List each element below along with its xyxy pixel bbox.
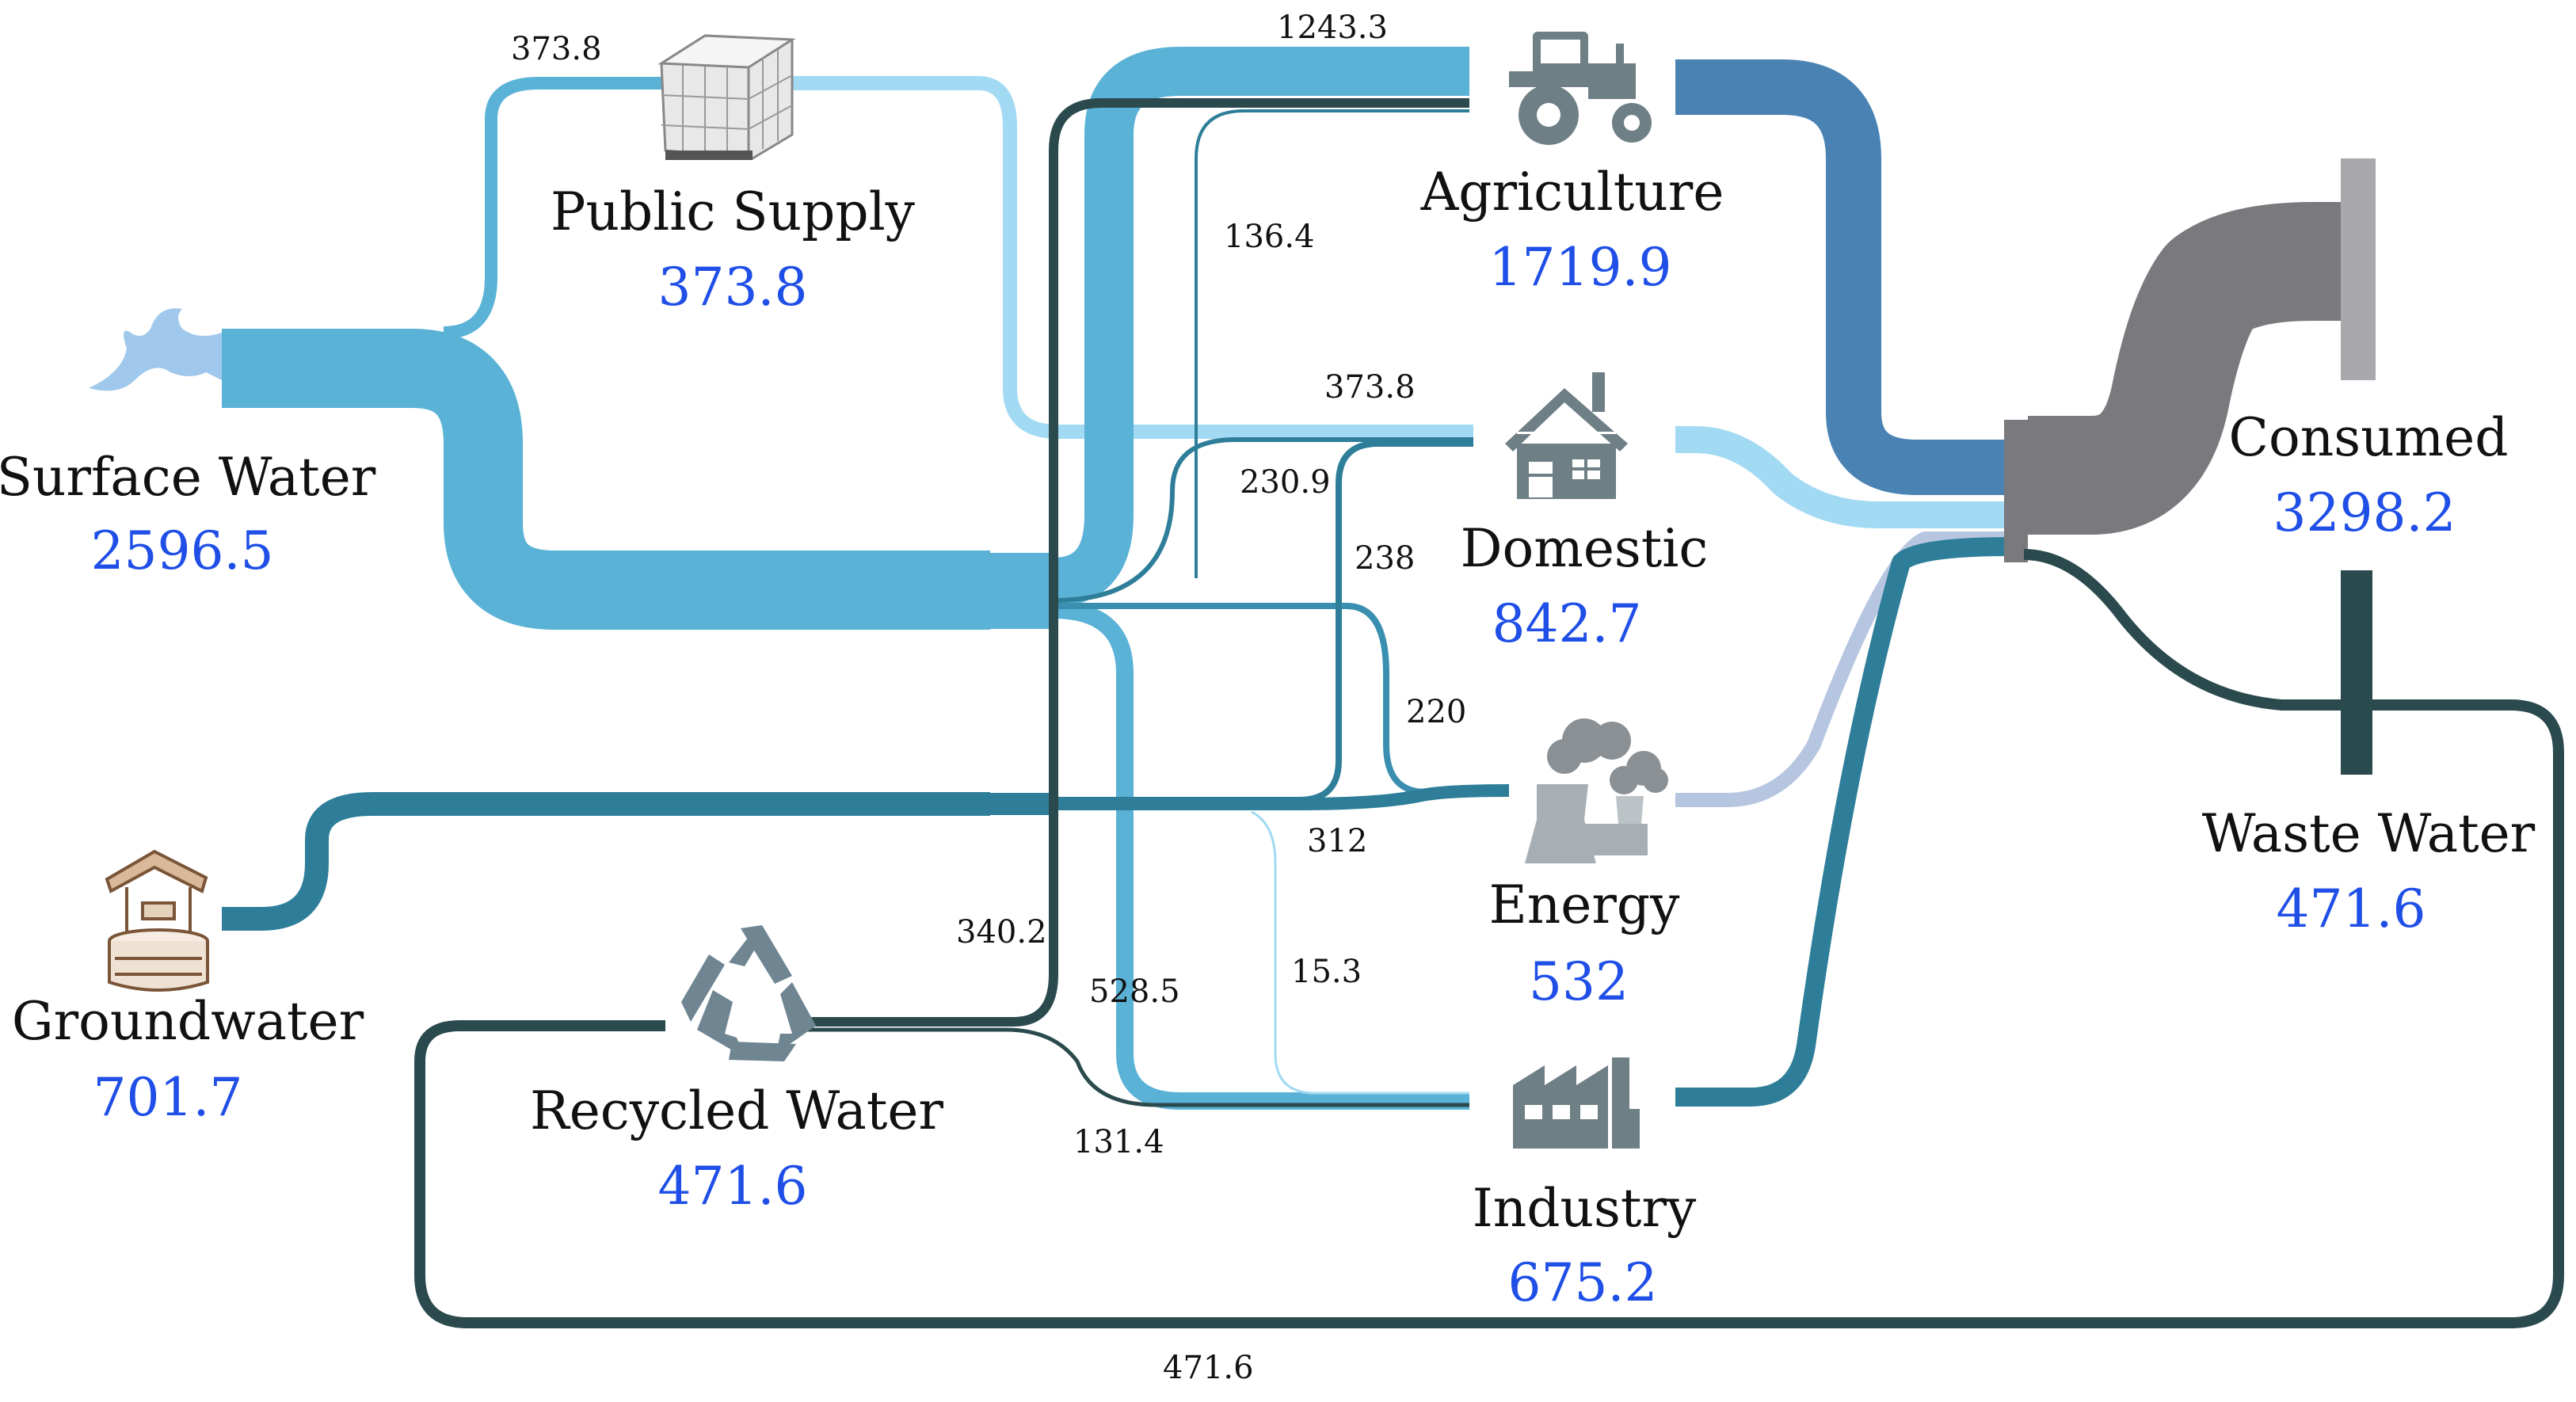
flow-surface-split-block bbox=[990, 553, 1054, 629]
flow-recycled-to-industry bbox=[792, 1027, 1469, 1107]
recycled-water-value: 471.6 bbox=[658, 1156, 808, 1217]
node-energy: Energy 532 bbox=[1489, 874, 1681, 1012]
flow-surface-to-energy bbox=[1054, 603, 1509, 795]
flow-groundwater-to-energy bbox=[1054, 784, 1510, 810]
flow-recycled-to-agriculture-small bbox=[1195, 109, 1469, 578]
flow-groundwater-to-domestic bbox=[1054, 440, 1473, 803]
node-consumed: Consumed 3298.2 bbox=[2228, 407, 2508, 543]
recycled-water-label: Recycled Water bbox=[530, 1080, 943, 1141]
energy-label: Energy bbox=[1489, 874, 1681, 935]
flow-surface-to-public-supply bbox=[443, 77, 661, 339]
consumed-label: Consumed bbox=[2228, 407, 2508, 468]
flow-domestic-to-consumed bbox=[1675, 426, 2012, 528]
flow-label-ground-to-energy: 312 bbox=[1307, 823, 1367, 859]
power-plant-icon bbox=[1525, 718, 1668, 863]
industry-label: Industry bbox=[1473, 1178, 1697, 1239]
surface-water-icon bbox=[89, 308, 222, 391]
node-agriculture: Agriculture 1719.9 bbox=[1420, 162, 1724, 298]
node-waste-water: Waste Water 471.6 bbox=[2202, 803, 2536, 939]
surface-water-label: Surface Water bbox=[0, 447, 376, 508]
flow-label-recycled-to-agriculture-b: 340.2 bbox=[956, 914, 1047, 951]
house-icon bbox=[1505, 372, 1628, 499]
flow-consumed-collector-block bbox=[2004, 420, 2028, 562]
flow-waste-water-loop bbox=[414, 549, 2564, 1328]
node-public-supply: Public Supply 373.8 bbox=[551, 181, 916, 318]
tractor-icon bbox=[1509, 32, 1652, 145]
flow-groundwater-trunk bbox=[222, 792, 990, 931]
flow-surface-trunk bbox=[222, 329, 990, 630]
flow-label-surface-to-public: 373.8 bbox=[511, 31, 602, 67]
groundwater-value: 701.7 bbox=[93, 1067, 243, 1128]
surface-water-value: 2596.5 bbox=[91, 520, 274, 581]
flow-labels: 373.8 1243.3 136.4 373.8 230.9 238 220 3… bbox=[511, 10, 1466, 1386]
domestic-label: Domestic bbox=[1461, 518, 1709, 579]
node-domestic: Domestic 842.7 bbox=[1461, 518, 1709, 654]
recycle-icon bbox=[681, 925, 816, 1061]
factory-icon bbox=[1513, 1057, 1640, 1149]
flow-groundwater-split-block bbox=[990, 793, 1054, 815]
agriculture-label: Agriculture bbox=[1420, 162, 1724, 223]
flow-surface-to-domestic bbox=[1053, 437, 1473, 603]
flow-industry-to-consumed bbox=[1675, 537, 2013, 1107]
waste-water-bar bbox=[2341, 570, 2372, 775]
industry-value: 675.2 bbox=[1508, 1252, 1658, 1313]
agriculture-value: 1719.9 bbox=[1489, 237, 1672, 298]
flow-surface-to-agriculture bbox=[1052, 47, 1469, 607]
public-supply-label: Public Supply bbox=[551, 181, 916, 242]
consumed-bar bbox=[2341, 158, 2376, 380]
energy-value: 532 bbox=[1529, 951, 1629, 1012]
flow-surface-to-industry bbox=[1053, 601, 1469, 1110]
node-surface-water: Surface Water 2596.5 bbox=[0, 447, 376, 581]
flow-recycled-to-agriculture bbox=[792, 98, 1469, 1027]
flow-label-recycled-to-agriculture-a: 136.4 bbox=[1224, 219, 1315, 255]
flow-label-waste-to-recycled: 471.6 bbox=[1163, 1350, 1254, 1386]
flow-label-public-to-domestic: 373.8 bbox=[1324, 369, 1416, 406]
water-tank-icon bbox=[657, 34, 796, 160]
flow-public-supply-to-domestic bbox=[776, 76, 1473, 439]
flow-label-surface-to-energy: 220 bbox=[1406, 694, 1466, 730]
flow-label-surface-to-agriculture: 1243.3 bbox=[1277, 10, 1388, 46]
water-well-icon bbox=[105, 849, 209, 992]
groundwater-label: Groundwater bbox=[12, 991, 364, 1052]
flow-label-ground-to-industry: 15.3 bbox=[1291, 954, 1362, 990]
node-recycled-water: Recycled Water 471.6 bbox=[530, 1080, 943, 1217]
waste-water-value: 471.6 bbox=[2277, 878, 2426, 939]
flow-collector-to-consumed bbox=[2028, 202, 2372, 535]
flow-label-surface-to-domestic: 230.9 bbox=[1240, 464, 1331, 501]
flow-label-recycled-to-industry: 131.4 bbox=[1073, 1124, 1164, 1160]
node-industry: Industry 675.2 bbox=[1473, 1178, 1697, 1313]
flow-label-surface-to-industry: 528.5 bbox=[1089, 973, 1180, 1010]
flow-label-ground-to-domestic: 238 bbox=[1355, 540, 1415, 577]
consumed-value: 3298.2 bbox=[2273, 482, 2456, 543]
flow-energy-to-consumed bbox=[1675, 531, 2012, 807]
public-supply-value: 373.8 bbox=[658, 257, 808, 318]
flow-groundwater-to-industry bbox=[1251, 810, 1469, 1095]
flow-bands bbox=[222, 47, 2564, 1328]
node-groundwater: Groundwater 701.7 bbox=[12, 991, 364, 1128]
flow-agriculture-to-consumed bbox=[1675, 59, 2012, 495]
waste-water-label: Waste Water bbox=[2202, 803, 2536, 864]
domestic-value: 842.7 bbox=[1492, 593, 1642, 654]
